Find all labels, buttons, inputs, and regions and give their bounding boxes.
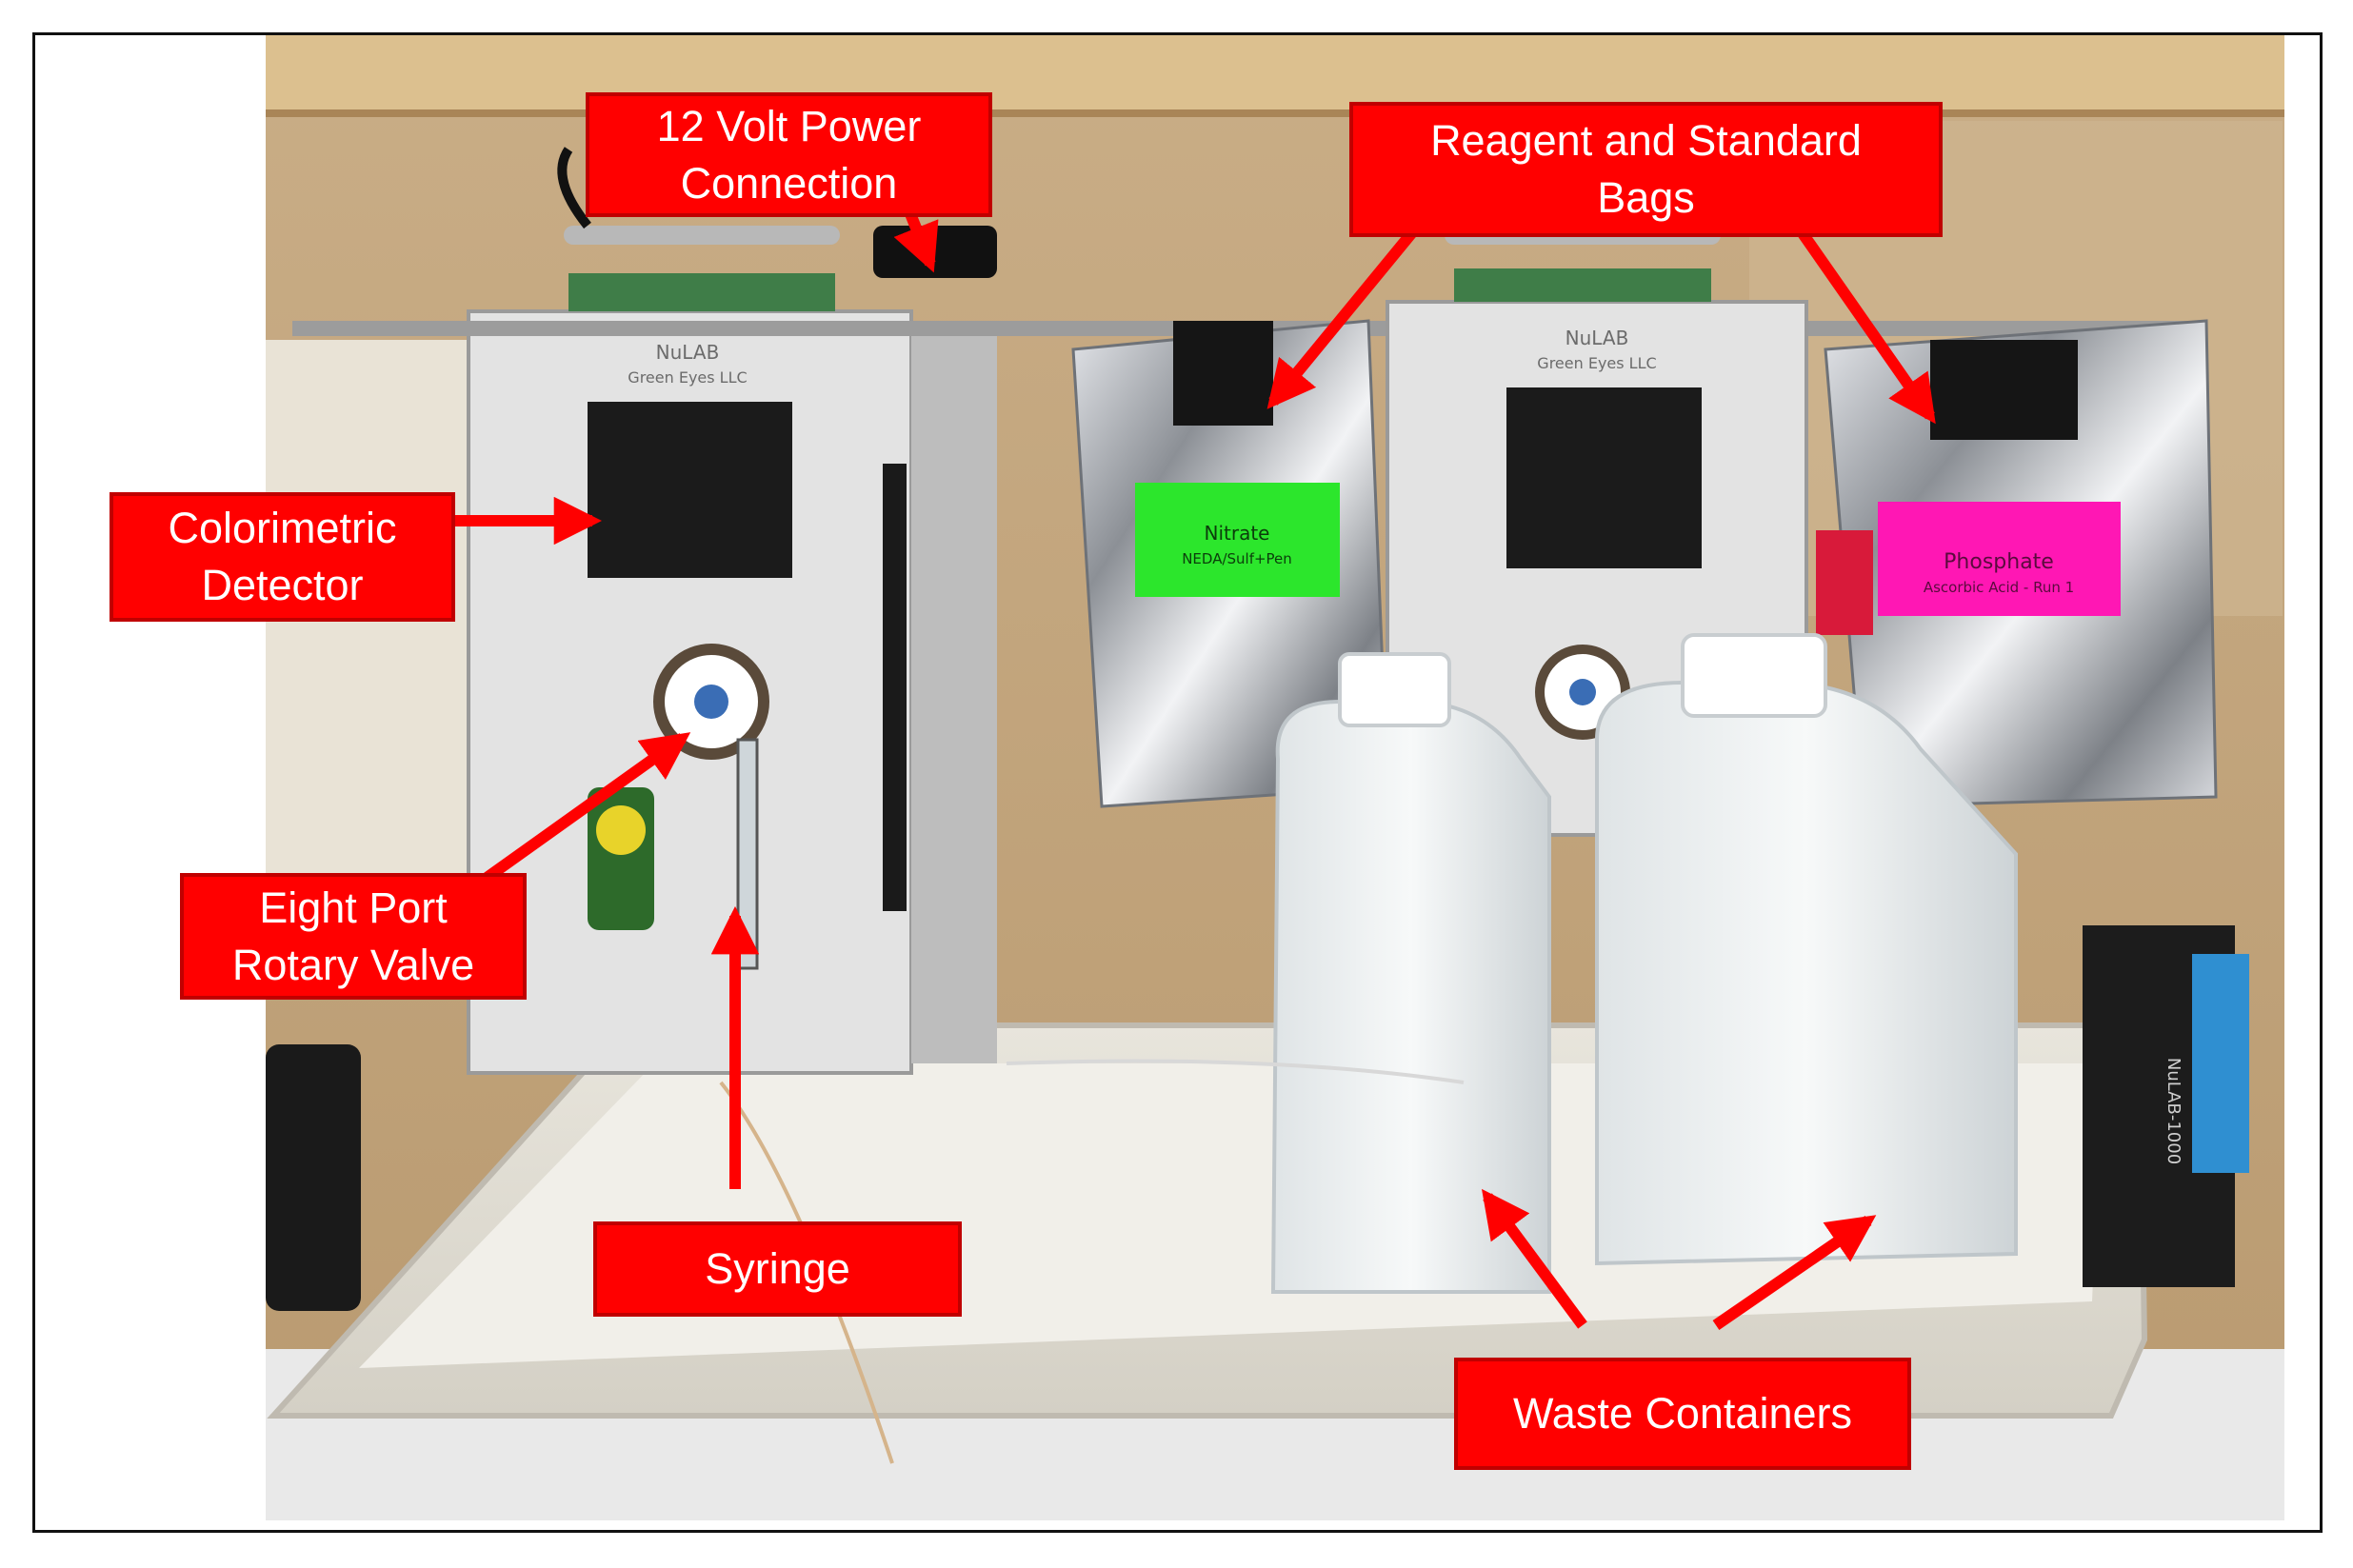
left-instrument-side: [911, 321, 997, 1063]
right-bag-clip: [1930, 340, 2078, 440]
left-jug-cap: [1338, 652, 1451, 727]
green-label-title: Nitrate: [1205, 522, 1270, 545]
callout-reagent-bags: Reagent and Standard Bags: [1349, 102, 1943, 237]
controller-side-text: NuLAB-1000: [2164, 1058, 2184, 1164]
power-connector: [873, 226, 997, 278]
left-maker-text: Green Eyes LLC: [628, 368, 747, 387]
controller-screen: [2192, 954, 2249, 1173]
green-label-sub: NEDA/Sulf+Pen: [1182, 550, 1292, 567]
left-detector: [588, 402, 792, 578]
left-waste-jug: [1270, 700, 1551, 1294]
left-bag-clip: [1173, 321, 1273, 426]
pink-label-title: Phosphate: [1944, 550, 2054, 574]
arrow-bags-right: [1778, 201, 1936, 425]
pink-label-sub: Ascorbic Acid - Run 1: [1924, 579, 2074, 596]
left-port-rail: [883, 464, 907, 911]
right-detector: [1506, 387, 1702, 568]
right-jug-cap: [1681, 633, 1827, 718]
left-pcb: [568, 273, 835, 311]
arrow-bags-left: [1266, 201, 1440, 409]
arrow-waste-right: [1712, 1215, 1877, 1330]
callout-power-connection: 12 Volt Power Connection: [586, 92, 992, 217]
red-strip: [1816, 530, 1873, 635]
wood-beam-edge: [266, 109, 2284, 117]
phone-left: [266, 1044, 361, 1311]
callout-waste-containers: Waste Containers: [1454, 1358, 1911, 1470]
right-maker-text: Green Eyes LLC: [1537, 354, 1656, 372]
photo: NuLAB Green Eyes LLC NuLAB Green Eyes LL…: [266, 35, 2284, 1520]
arrow-waste-left: [1482, 1188, 1587, 1329]
yellow-spool: [596, 805, 646, 855]
right-valve-center: [1569, 679, 1596, 705]
callout-rotary-valve: Eight Port Rotary Valve: [180, 873, 527, 1000]
arrow-valve: [479, 732, 691, 885]
left-valve-center: [694, 685, 728, 719]
left-brand-text: NuLAB: [656, 341, 720, 364]
power-cable: [557, 147, 591, 229]
tubing-right: [1006, 1059, 1465, 1084]
wood-beam: [266, 35, 2284, 111]
pink-label: [1878, 502, 2121, 616]
left-handle: [564, 226, 840, 245]
right-brand-text: NuLAB: [1565, 327, 1629, 349]
green-label: [1135, 483, 1340, 597]
figure-frame: NuLAB Green Eyes LLC NuLAB Green Eyes LL…: [32, 32, 2323, 1533]
callout-colorimetric-detector: Colorimetric Detector: [110, 492, 455, 622]
right-pcb: [1454, 268, 1711, 302]
callout-syringe: Syringe: [593, 1221, 962, 1317]
